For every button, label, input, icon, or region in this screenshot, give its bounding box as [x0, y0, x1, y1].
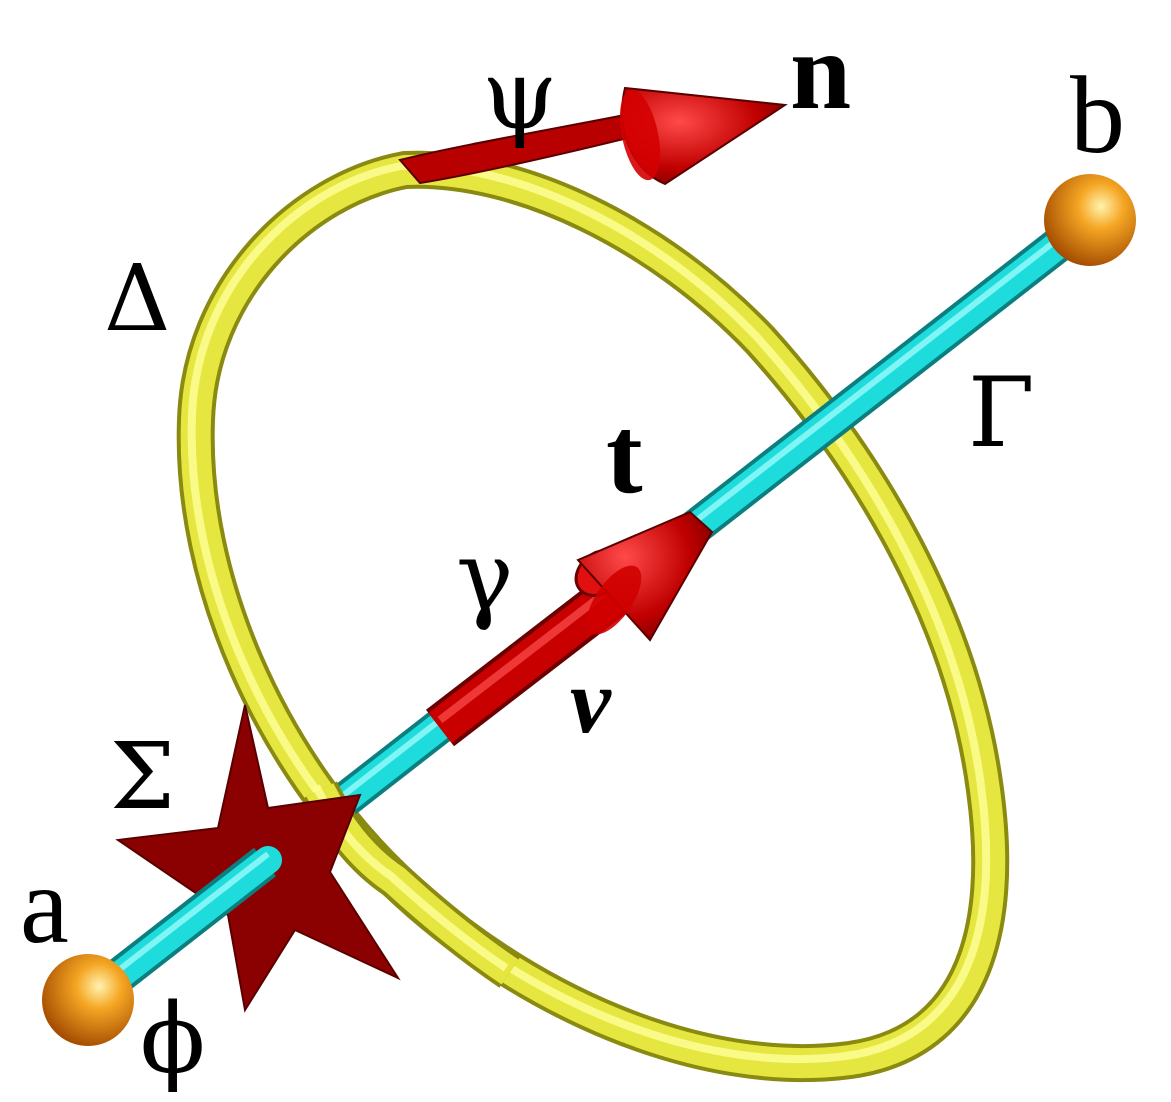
label-gamma-upper: Γ: [968, 357, 1035, 469]
endpoint-a: [42, 954, 134, 1046]
label-b: b: [1070, 54, 1125, 176]
label-nu: ν: [570, 650, 612, 752]
tangent-cone-base: [586, 565, 642, 635]
loop: [176, 150, 1010, 1082]
label-psi: ψ: [482, 39, 557, 151]
normal-arrow: [398, 86, 788, 186]
label-t: t: [606, 394, 643, 516]
label-n: n: [790, 10, 851, 132]
loop-tube-highlight: [187, 161, 991, 1063]
label-delta: Δ: [104, 245, 170, 352]
normal-arrow-cone-base: [619, 89, 661, 181]
label-phi: ϕ: [140, 983, 205, 1095]
label-gamma-lower: γ: [456, 521, 513, 633]
label-sigma: Σ: [110, 723, 175, 830]
tangent-arrow: [425, 510, 714, 747]
label-a: a: [20, 844, 69, 966]
endpoint-b: [1044, 174, 1136, 266]
